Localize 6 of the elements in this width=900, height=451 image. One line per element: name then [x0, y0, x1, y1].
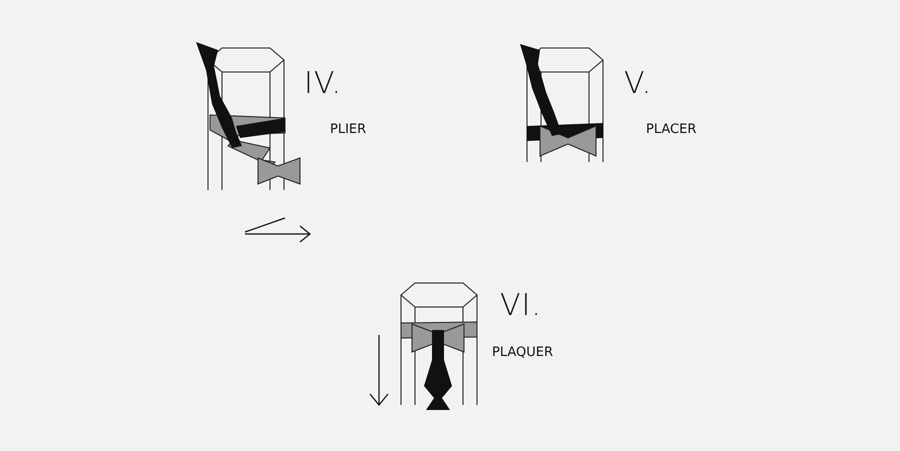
step-label: PLACER: [646, 122, 696, 137]
step-number: IV.: [304, 66, 342, 101]
step-label: PLAQUER: [492, 345, 554, 360]
step-label: PLIER: [330, 122, 366, 137]
step-number: V.: [624, 66, 652, 101]
step-number: VI.: [500, 288, 542, 323]
